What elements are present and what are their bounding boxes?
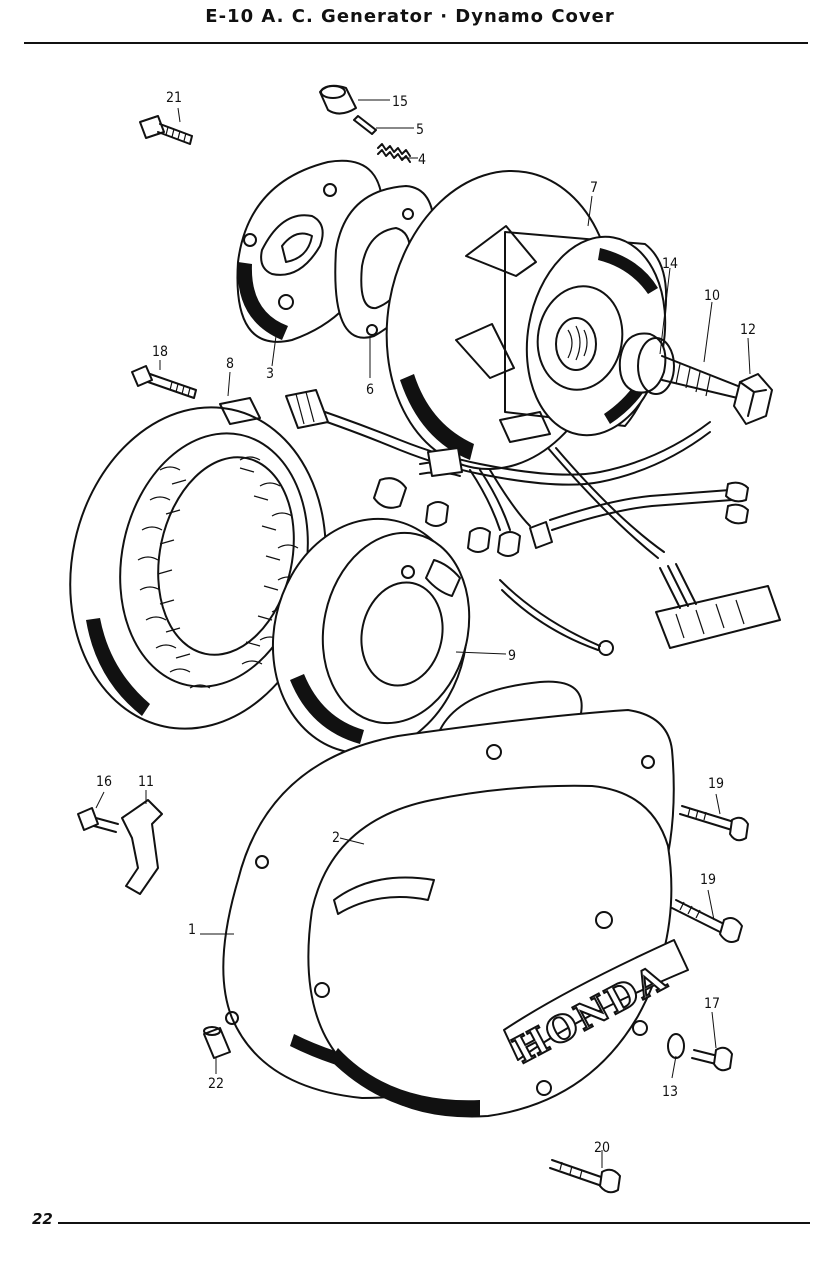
part-20-bolt xyxy=(549,1159,621,1194)
part-21-bolt xyxy=(139,115,193,145)
callout-9: 9 xyxy=(508,648,516,664)
callout-17: 17 xyxy=(704,996,720,1012)
part-16-bolt xyxy=(77,807,119,833)
part-9-inner-stator xyxy=(271,517,471,755)
callout-18: 18 xyxy=(152,344,168,360)
callout-19-upper: 19 xyxy=(708,776,724,792)
part-11-clip xyxy=(121,799,163,895)
callout-20: 20 xyxy=(594,1140,610,1156)
callout-19-lower: 19 xyxy=(700,872,716,888)
callout-4: 4 xyxy=(418,152,426,168)
part-15-cap xyxy=(319,84,357,115)
part-17-bolt xyxy=(691,1046,733,1072)
part-7-flywheel xyxy=(385,170,668,470)
callout-15: 15 xyxy=(392,94,408,110)
callout-21: 21 xyxy=(166,90,182,106)
page-title: E-10 A. C. Generator · Dynamo Cover xyxy=(205,6,615,27)
part-4-spring xyxy=(377,143,411,163)
callout-1: 1 xyxy=(188,922,196,938)
callout-22: 22 xyxy=(208,1076,224,1092)
part-18-bolt xyxy=(131,365,197,399)
part-8-stator xyxy=(69,397,327,730)
callout-16: 16 xyxy=(96,774,112,790)
callout-10: 10 xyxy=(704,288,720,304)
callout-12: 12 xyxy=(740,322,756,338)
wiring-harness xyxy=(285,389,781,656)
footer-rule xyxy=(58,1222,810,1224)
callout-5: 5 xyxy=(416,122,424,138)
callout-3: 3 xyxy=(266,366,274,382)
part-19-bolt-upper xyxy=(679,805,749,842)
part-12-nut xyxy=(733,373,773,425)
callout-13: 13 xyxy=(662,1084,678,1100)
part-14-washer xyxy=(637,337,675,395)
part-1-dynamo-cover: HONDA xyxy=(222,680,689,1118)
callout-2: 2 xyxy=(332,830,340,846)
part-13-washer xyxy=(667,1033,685,1059)
leader-lines xyxy=(95,99,751,1168)
part-22-dowel xyxy=(203,1026,231,1059)
part-5-pin xyxy=(353,115,377,135)
callout-14: 14 xyxy=(662,256,678,272)
callout-6: 6 xyxy=(366,382,374,398)
callout-8: 8 xyxy=(226,356,234,372)
callout-7: 7 xyxy=(590,180,598,196)
header-rule xyxy=(24,42,808,44)
callout-11: 11 xyxy=(138,774,154,790)
part-10-bolt xyxy=(661,355,749,401)
page-number: 22 xyxy=(32,1210,53,1228)
part-19-bolt-lower xyxy=(671,899,743,943)
